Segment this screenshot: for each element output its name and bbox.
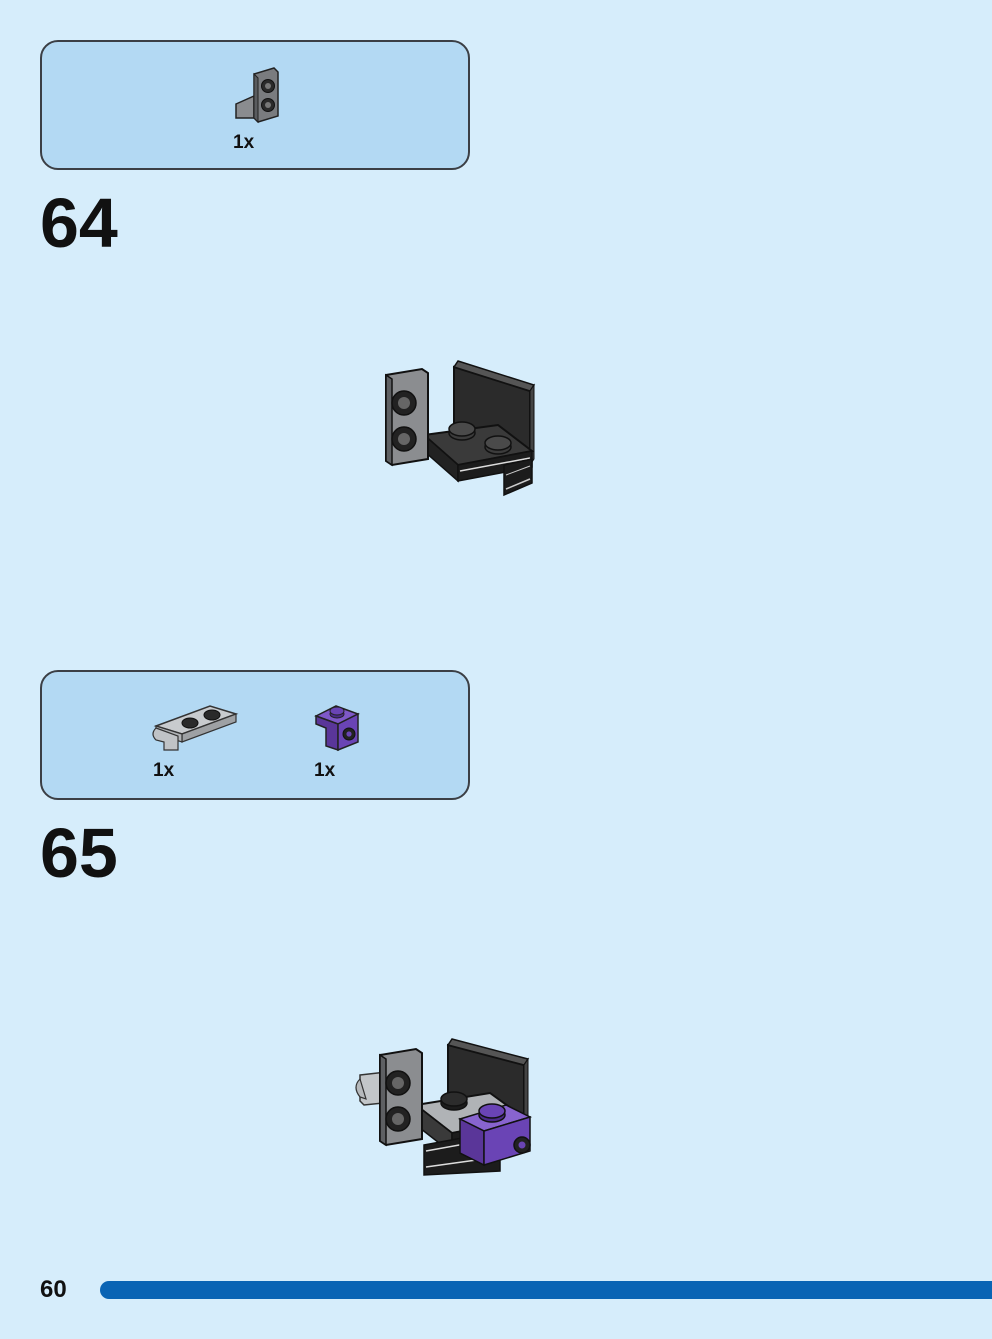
step-64-parts-callout: 1x xyxy=(40,40,470,170)
step-64-assembly-illustration xyxy=(380,355,540,510)
footer-bar xyxy=(100,1281,992,1299)
part-quantity: 1x xyxy=(314,760,336,781)
part-quantity: 1x xyxy=(153,760,175,781)
step-number: 65 xyxy=(40,814,118,892)
light-gray-plate-with-clip-part-icon xyxy=(152,698,240,754)
step-number: 64 xyxy=(40,184,118,262)
dark-gray-bracket-part-icon xyxy=(232,66,282,128)
part-quantity: 1x xyxy=(233,132,255,153)
purple-bracket-part-icon xyxy=(312,700,364,756)
page-number: 60 xyxy=(40,1276,67,1303)
step-65-assembly-illustration xyxy=(350,1035,540,1190)
step-65-parts-callout: 1x 1x xyxy=(40,670,470,800)
